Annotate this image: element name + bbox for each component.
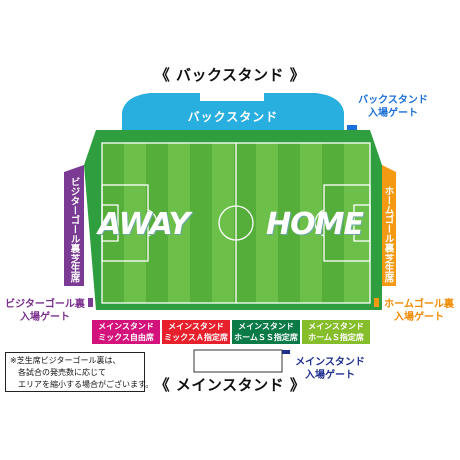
pitch [101, 142, 371, 304]
home-gate-label-line2: 入場ゲート [394, 312, 444, 323]
notes-box: ※芝生席ビジターゴール裏は、 各試合の発売数に応じて エリアを縮小する場合がござ… [5, 352, 154, 392]
main-gate-label-line1: メインスタンド [295, 357, 365, 368]
seat-block-mix-free-line2: ミックス自由席 [98, 333, 154, 342]
away-text: AWAY [98, 207, 190, 242]
note-line-1: ※芝生席ビジターゴール裏は、 [10, 356, 121, 365]
seat-block-mix-a-line2: ミックスＡ指定席 [164, 333, 228, 342]
note-line-2: 各試合の発売数に応じて [18, 368, 106, 377]
visitor-stand-label-line1: 芝生席 [68, 253, 80, 283]
back-stand-label: バックスタンド [187, 110, 279, 124]
home-stand-label-line1: 芝生席 [382, 253, 394, 283]
back-gate-label-line2: 入場ゲート [368, 108, 418, 119]
visitor-gate-label-line2: 入場ゲート [20, 312, 70, 323]
main-stand-entrance [193, 349, 283, 373]
home-stand [382, 165, 396, 286]
visitor-stand-label: 芝生席 ビジターゴール裏 [66, 177, 82, 283]
seat-block-mix-free: メインスタンド ミックス自由席 [92, 320, 160, 344]
seat-block-home-ss-line2: ホームＳＳ指定席 [234, 333, 298, 342]
home-gate-label-line1: ホームゴール裏 [384, 299, 454, 310]
seat-block-home-s: メインスタンド ホームＳ指定席 [302, 320, 370, 344]
main-stand-title: 《 メインスタンド 》 [154, 376, 306, 394]
home-stand-label: 芝生席 ホームゴール裏 [380, 182, 396, 282]
back-stand-gap [200, 93, 264, 101]
main-gate-marker [282, 350, 290, 354]
visitor-gate-label-line1: ビジターゴール裏 [5, 299, 85, 310]
home-gate-label: ホームゴール裏 入場ゲート [378, 298, 460, 324]
seat-block-home-ss: メインスタンド ホームＳＳ指定席 [232, 320, 300, 344]
back-gate-marker [347, 125, 357, 130]
seat-block-mix-free-line1: メインスタンド [98, 322, 154, 331]
note-line-3: エリアを縮小する場合がございます。 [18, 380, 154, 389]
visitor-gate-marker [88, 298, 93, 307]
back-gate-label: バックスタンド 入場ゲート [338, 94, 448, 120]
back-stand [122, 93, 344, 130]
seat-block-home-ss-line1: メインスタンド [238, 322, 294, 331]
back-stand-title: 《 バックスタンド 》 [154, 66, 306, 84]
home-gate-marker [374, 298, 379, 307]
seat-block-mix-a-line1: メインスタンド [168, 322, 224, 331]
main-gate-label: メインスタンド 入場ゲート [286, 356, 374, 382]
seat-block-home-s-line2: ホームＳ指定席 [308, 333, 364, 342]
visitor-gate-label: ビジターゴール裏 入場ゲート [0, 298, 90, 324]
home-stand-label-line2: ホームゴール裏 [382, 186, 394, 253]
visitor-stand [64, 165, 84, 286]
seat-block-mix-a: メインスタンド ミックスＡ指定席 [162, 320, 230, 344]
visitor-stand-label-line2: ビジターゴール裏 [68, 176, 80, 253]
seat-block-home-s-line1: メインスタンド [308, 322, 364, 331]
main-gate-label-line2: 入場ゲート [305, 370, 355, 381]
home-text: HOME [266, 207, 364, 242]
back-gate-label-line1: バックスタンド [358, 95, 428, 106]
main-stand-blocks: メインスタンド ミックス自由席 メインスタンド ミックスＡ指定席 メインスタンド… [92, 320, 370, 344]
